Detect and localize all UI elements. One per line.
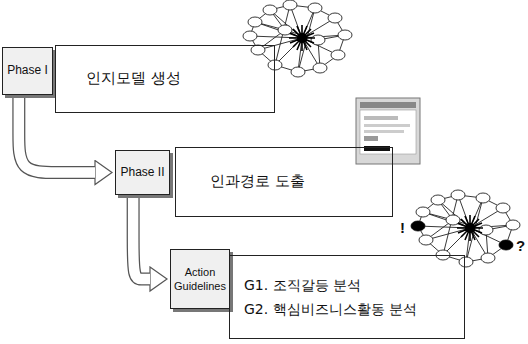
flow-arrow — [19, 96, 95, 173]
box-text: G1. 조직갈등 분석 — [244, 276, 361, 294]
flow-arrow-fill — [133, 196, 150, 279]
phase-label: Phase I — [7, 63, 48, 79]
process-box: 인과경로 도출 — [175, 147, 393, 217]
flow-arrow-fill — [19, 96, 95, 173]
phase-box: Phase II — [115, 150, 170, 195]
alert-mark: ! — [400, 220, 405, 235]
network-figure — [243, 0, 352, 77]
connector-group — [133, 196, 150, 279]
flow-arrow — [133, 196, 150, 279]
phase-label: Action Guidelines — [174, 265, 226, 294]
process-box: 인지모델 생성 — [55, 45, 275, 113]
phase-box: Phase I — [2, 47, 53, 95]
box-text: 인과경로 도출 — [210, 172, 305, 192]
connector-group — [19, 96, 95, 173]
question-mark: ? — [516, 238, 525, 253]
box-text: G2. 핵심비즈니스활동 분석 — [244, 300, 417, 318]
phase-label: Phase II — [120, 165, 164, 181]
screenshot-figure — [356, 98, 420, 164]
phase-box: Action Guidelines — [170, 249, 230, 309]
guideline-box: G1. 조직갈등 분석 G2. 핵심비즈니스활동 분석 — [229, 255, 465, 339]
box-text: 인지모델 생성 — [86, 69, 181, 89]
